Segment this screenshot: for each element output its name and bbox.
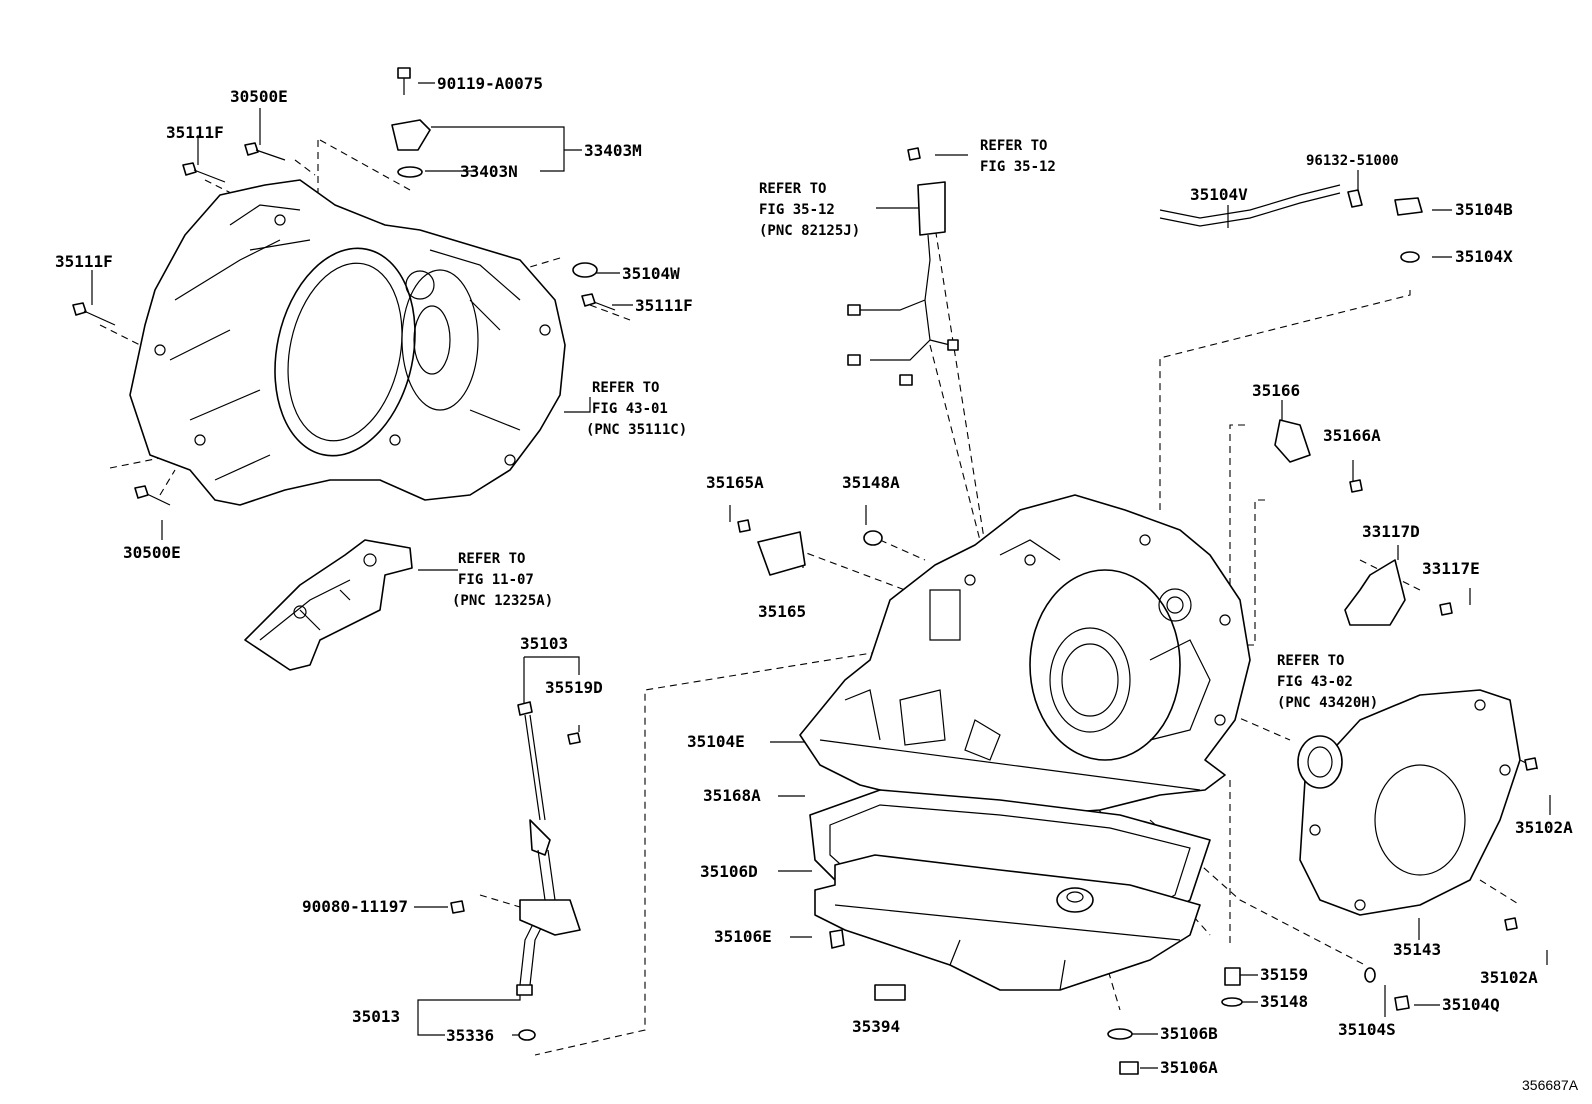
callout-labels: 90119-A0075 30500E 35111F 33403M 33403N …	[55, 74, 1573, 1077]
callout-35166: 35166	[1252, 381, 1300, 400]
callout-35104X: 35104X	[1455, 247, 1513, 266]
figure-id: 356687A	[1522, 1077, 1579, 1093]
callout-33403N: 33403N	[460, 162, 518, 181]
callout-30500E-top: 30500E	[230, 87, 288, 106]
right-small-parts	[737, 184, 1538, 1075]
callout-96132-51000: 96132-51000	[1306, 153, 1399, 169]
ref-fig-11-07-line2: FIG 11-07	[458, 572, 534, 588]
callout-35165A: 35165A	[706, 473, 764, 492]
callout-35104B: 35104B	[1455, 200, 1513, 219]
ref-fig-35-12-left-line2: FIG 35-12	[759, 202, 835, 218]
side-cover	[1299, 689, 1521, 916]
transaxle-case	[799, 494, 1251, 816]
callout-35104Q: 35104Q	[1442, 995, 1500, 1014]
callout-35103: 35103	[520, 634, 568, 653]
callout-35111F-left: 35111F	[55, 252, 113, 271]
ref-fig-43-01-line3: (PNC 35111C)	[586, 422, 687, 438]
callout-35106A: 35106A	[1160, 1058, 1218, 1077]
callout-30500E-bottom: 30500E	[123, 543, 181, 562]
callout-90119-A0075: 90119-A0075	[437, 74, 543, 93]
callout-35519D: 35519D	[545, 678, 603, 697]
reference-notes: REFER TO FIG 43-01 (PNC 35111C) REFER TO…	[452, 138, 1378, 711]
callout-35104S: 35104S	[1338, 1020, 1396, 1039]
callout-35106B: 35106B	[1160, 1024, 1218, 1043]
callout-35013: 35013	[352, 1007, 400, 1026]
callout-35104V: 35104V	[1190, 185, 1248, 204]
callout-33403M: 33403M	[584, 141, 642, 160]
wire-harness	[847, 147, 959, 386]
callout-35148: 35148	[1260, 992, 1308, 1011]
callout-35111F-top: 35111F	[166, 123, 224, 142]
callout-35148A: 35148A	[842, 473, 900, 492]
callout-35168A: 35168A	[703, 786, 761, 805]
callout-33117E: 33117E	[1422, 559, 1480, 578]
callout-35102A-lower: 35102A	[1480, 968, 1538, 987]
callout-35159: 35159	[1260, 965, 1308, 984]
callout-35143: 35143	[1393, 940, 1441, 959]
callout-35111F-right: 35111F	[635, 296, 693, 315]
callout-35166A: 35166A	[1323, 426, 1381, 445]
oil-pan-assembly	[809, 789, 1211, 991]
ref-fig-11-07-line3: (PNC 12325A)	[452, 593, 553, 609]
callout-90080-11197: 90080-11197	[302, 897, 408, 916]
callout-35106D: 35106D	[700, 862, 758, 881]
ref-fig-35-12-top-line2: FIG 35-12	[980, 159, 1056, 175]
ref-fig-35-12-left-line3: (PNC 82125J)	[759, 223, 860, 239]
callout-35102A-upper: 35102A	[1515, 818, 1573, 837]
callout-35165: 35165	[758, 602, 806, 621]
ref-fig-43-02-line3: (PNC 43420H)	[1277, 695, 1378, 711]
mount-bracket	[244, 539, 413, 671]
transaxle-housing	[129, 179, 566, 506]
ref-fig-43-02-line2: FIG 43-02	[1277, 674, 1353, 690]
callout-33117D: 33117D	[1362, 522, 1420, 541]
ref-fig-11-07-line1: REFER TO	[458, 551, 525, 567]
callout-35104E: 35104E	[687, 732, 745, 751]
upper-left-small-parts	[72, 67, 616, 506]
ref-fig-43-01-line1: REFER TO	[592, 380, 659, 396]
oil-level-gauge	[450, 701, 581, 1041]
ref-fig-35-12-left-line1: REFER TO	[759, 181, 826, 197]
ref-fig-43-01-line2: FIG 43-01	[592, 401, 668, 417]
oil-seal	[1297, 735, 1343, 789]
ref-fig-35-12-top-line1: REFER TO	[980, 138, 1047, 154]
callout-35104W: 35104W	[622, 264, 680, 283]
callout-35336: 35336	[446, 1026, 494, 1045]
callout-35394: 35394	[852, 1017, 900, 1036]
ref-fig-43-02-line1: REFER TO	[1277, 653, 1344, 669]
callout-35106E: 35106E	[714, 927, 772, 946]
